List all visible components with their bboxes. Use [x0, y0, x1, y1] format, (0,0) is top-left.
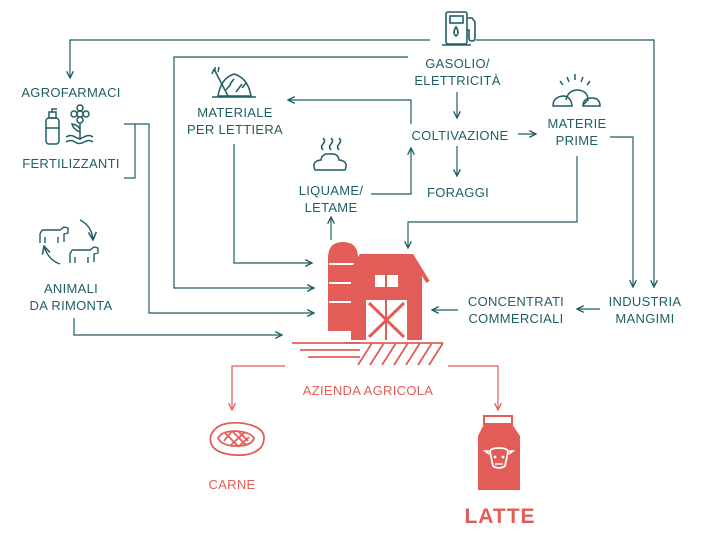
arrow-liquame-to-coltivazione	[371, 148, 411, 195]
flow-connectors	[70, 39, 654, 335]
fertilizzanti-label: FERTILIZZANTI	[22, 156, 120, 171]
cows-cycle-icon	[39, 219, 99, 265]
coltivazione-label: COLTIVAZIONE	[411, 128, 509, 143]
latte-label: LATTE	[464, 505, 536, 528]
arrow-materie-prime-to-azienda	[408, 156, 578, 248]
liquame-letame-label: LIQUAME/ LETAME	[298, 183, 364, 215]
arrow-coltivazione-to-lettiera	[288, 100, 412, 124]
arrow-gasolio-to-agrofarmaci	[70, 39, 430, 78]
arrow-gasolio-to-industria	[476, 39, 654, 287]
raw-materials-icon	[552, 74, 601, 107]
azienda-agricola-label: AZIENDA AGRICOLA	[302, 383, 434, 398]
arrow-lettiera-to-azienda	[233, 144, 312, 263]
fuel-pump-icon	[442, 11, 476, 46]
haystack-icon	[211, 66, 256, 98]
agrofarmaci-label: AGROFARMACI	[21, 85, 121, 100]
arrow-materie-prime-to-industria	[610, 136, 633, 287]
industria-mangimi-label: INDUSTRIA MANGIMI	[608, 294, 682, 326]
arrow-azienda-to-carne	[232, 365, 285, 410]
materie-prime-label: MATERIE PRIME	[547, 116, 607, 148]
arrow-animali-to-azienda	[73, 318, 282, 335]
foraggi-label: FORAGGI	[426, 185, 490, 200]
arrow-azienda-to-latte	[448, 365, 498, 410]
milk-carton-icon	[478, 415, 520, 490]
arrow-agrofarmaci-to-azienda	[124, 123, 314, 313]
barn-icon	[292, 242, 444, 366]
materiale-lettiera-label: MATERIALE PER LETTIERA	[186, 105, 284, 137]
manure-icon	[313, 137, 347, 171]
sprayer-flower-icon	[45, 104, 94, 145]
animali-rimonta-label: ANIMALI DA RIMONTA	[29, 281, 113, 313]
output-connectors	[232, 365, 498, 410]
concentrati-commerciali-label: CONCENTRATI COMMERCIALI	[467, 294, 565, 326]
carne-label: CARNE	[208, 477, 256, 492]
gasolio-elettricita-label: GASOLIO/ ELETTRICITÀ	[414, 56, 501, 88]
steak-icon	[209, 421, 265, 457]
bracket-fertilizzanti	[124, 124, 136, 179]
arrow-gasolio-to-azienda	[173, 56, 408, 288]
